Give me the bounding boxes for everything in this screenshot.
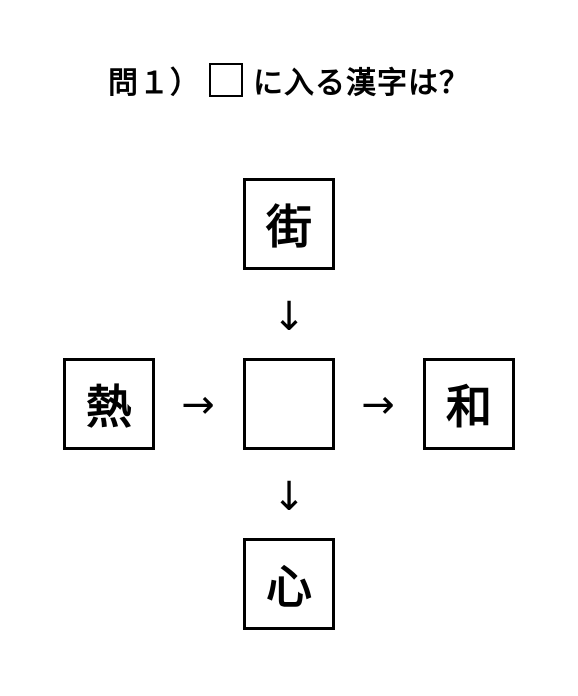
arrow-right-icon-right: →	[361, 382, 395, 428]
question-suffix: に入る漢字は？	[253, 66, 470, 101]
arrow-right-icon-left: →	[181, 382, 215, 428]
arrow-down-icon-bottom: ↓	[272, 474, 306, 520]
kanji-cell-top: 街	[243, 178, 335, 270]
arrow-down-icon-top: ↓	[272, 294, 306, 340]
question-title: 問１） に入る漢字は？	[0, 58, 578, 102]
question-prefix: 問１）	[108, 66, 201, 101]
blank-square-icon	[209, 63, 243, 97]
kanji-cell-right: 和	[423, 358, 515, 450]
answer-blank-cell[interactable]	[243, 358, 335, 450]
kanji-cell-left: 熱	[63, 358, 155, 450]
kanji-cell-bottom: 心	[243, 538, 335, 630]
